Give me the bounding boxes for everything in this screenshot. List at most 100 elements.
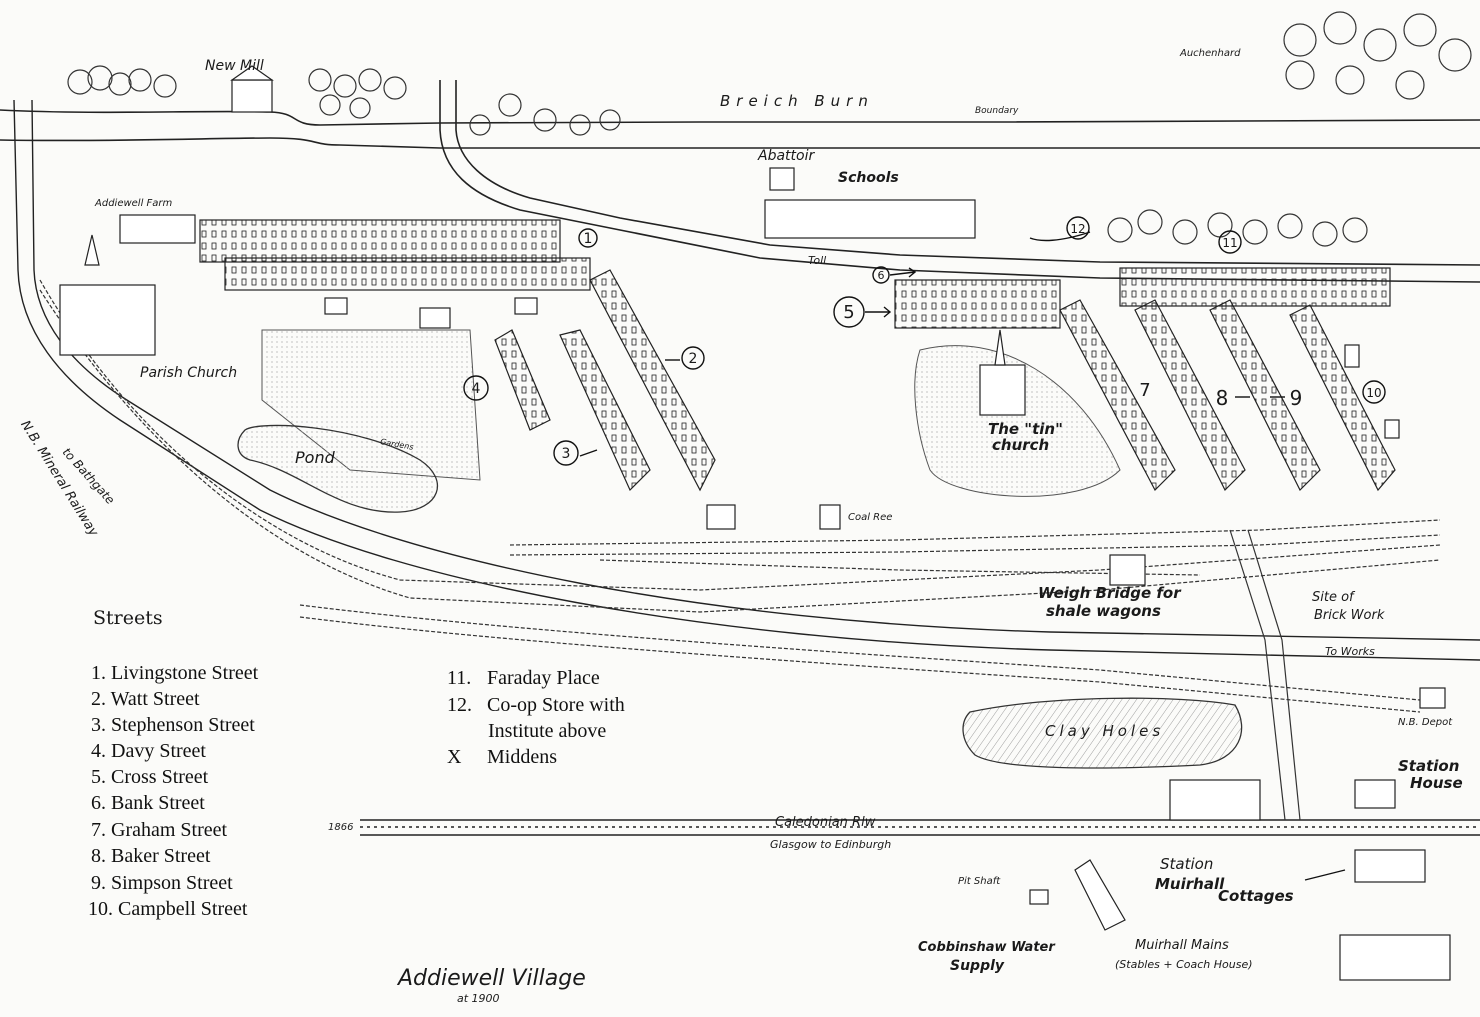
marker-9-text: 9 (1290, 386, 1303, 410)
legend-other-key-2: 12. (447, 694, 472, 716)
marker-4 (463, 375, 489, 401)
marker-12-text: 12 (1070, 222, 1085, 236)
west-road (13, 99, 1480, 661)
legend-street-3: 3. Stephenson Street (91, 714, 255, 736)
label-auchenhard: Auchenhard (1180, 48, 1241, 59)
label-station: Station (1160, 855, 1214, 873)
label-muirhall-mains: Muirhall Mains (1135, 938, 1229, 953)
new-mill-building (231, 79, 273, 113)
caledonian-railway (360, 819, 1480, 836)
trees (67, 11, 1472, 247)
label-weigh-bridge-2: shale wagons (1046, 602, 1161, 620)
streets-legend (80, 598, 295, 933)
label-brick-2: Brick Work (1314, 608, 1385, 623)
marker-8-text: 8 (1216, 386, 1229, 410)
north-road (439, 80, 1480, 283)
map-subtitle: at 1900 (457, 992, 500, 1005)
schools-building (764, 199, 976, 239)
clay-holes (962, 697, 1243, 769)
label-coal-ree: Coal Ree (848, 512, 893, 523)
marker-11-text: 11 (1222, 236, 1237, 250)
station-building (1169, 779, 1261, 821)
legend-street-6: 6. Bank Street (91, 792, 205, 814)
street-markers (463, 216, 1386, 466)
legend-street-7: 7. Graham Street (91, 819, 228, 841)
label-pond: Pond (295, 448, 335, 467)
label-new-mill: New Mill (205, 58, 264, 74)
label-year-1866: 1866 (328, 822, 354, 833)
legend-other-text-1: Faraday Place (487, 667, 600, 689)
label-tin-church-1: The "tin" (988, 420, 1063, 438)
label-brick-1: Site of (1312, 590, 1354, 605)
tin-church-green (914, 345, 1121, 497)
legend-other-key-4: X (447, 746, 462, 768)
label-to-works: To Works (1325, 645, 1375, 658)
marker-12 (1066, 216, 1090, 240)
weigh-bridge-house (1109, 554, 1146, 586)
marker-10-text: 10 (1366, 386, 1381, 400)
terrace-rows (199, 219, 1396, 492)
marker-2-text: 2 (689, 351, 698, 367)
abattoir-building (769, 167, 795, 191)
marker-6-text: 6 (878, 269, 885, 282)
label-parish-church: Parish Church (140, 365, 238, 381)
legend-street-5: 5. Cross Street (91, 766, 209, 788)
label-burn: Breich Burn (720, 92, 874, 110)
label-boundary: Boundary (975, 106, 1019, 116)
breich-burn (0, 109, 1480, 149)
marker-7-text: 7 (1139, 380, 1150, 401)
marker-6 (872, 266, 890, 284)
label-abattoir: Abattoir (758, 148, 815, 164)
marker-11 (1218, 230, 1242, 254)
coal-ree-building (819, 504, 841, 530)
legend-street-4: 4. Davy Street (91, 740, 206, 762)
marker-4-text: 4 (472, 381, 481, 397)
pond (237, 424, 438, 513)
tin-church-building (979, 364, 1026, 416)
marker-5 (833, 296, 865, 328)
label-tin-church-2: church (992, 436, 1050, 454)
marker-5-text: 5 (843, 302, 854, 323)
label-station-house-1: Station (1398, 757, 1460, 775)
legend-other-text-2: Co-op Store with (487, 694, 625, 716)
station-road (1229, 529, 1301, 821)
legend-other-key-1: 11. (447, 667, 472, 689)
legend-street-2: 2. Watt Street (91, 688, 200, 710)
label-caledonian: Caledonian Rlw (775, 815, 876, 830)
label-pit-shaft: Pit Shaft (958, 876, 1001, 887)
buildings (59, 65, 1451, 981)
legend-other-text-4: Middens (487, 746, 557, 768)
label-stables: (Stables + Coach House) (1115, 958, 1253, 971)
label-cobbinshaw-1: Cobbinshaw Water (918, 940, 1055, 955)
legend-title: Streets (93, 607, 163, 629)
label-farm: Addiewell Farm (95, 198, 173, 209)
marker-2 (681, 346, 705, 370)
marker-1-text: 1 (584, 231, 593, 247)
label-muirhall-cottages-2: Cottages (1218, 887, 1294, 905)
legend-street-9: 9. Simpson Street (91, 872, 233, 894)
label-station-house-2: House (1410, 774, 1463, 792)
muirhall-mains-building (1339, 934, 1451, 981)
legend-other-text-3: Institute above (488, 720, 607, 742)
marker-3 (553, 440, 579, 466)
label-weigh-bridge-1: Weigh Bridge for (1038, 584, 1181, 602)
label-clay-holes: Clay Holes (1045, 722, 1165, 740)
legend-street-1: 1. Livingstone Street (91, 662, 259, 684)
label-schools: Schools (838, 170, 899, 186)
station-house-building (1354, 779, 1396, 809)
map-title: Addiewell Village (398, 966, 586, 991)
marker-1 (578, 228, 598, 248)
legend-street-8: 8. Baker Street (91, 845, 211, 867)
pit-shaft-building (1074, 859, 1126, 931)
label-glasgow-edinburgh: Glasgow to Edinburgh (770, 838, 892, 851)
label-cobbinshaw-2: Supply (950, 958, 1005, 974)
nb-depot-building (1419, 687, 1446, 709)
marker-3-text: 3 (562, 446, 571, 462)
label-muirhall-cottages-1: Muirhall (1155, 875, 1225, 893)
muirhall-cottages-building (1354, 849, 1426, 883)
parish-church-building (59, 284, 156, 356)
label-nb-depot: N.B. Depot (1398, 717, 1453, 728)
marker-10 (1362, 380, 1386, 404)
legend-street-10: 10. Campbell Street (88, 898, 248, 920)
